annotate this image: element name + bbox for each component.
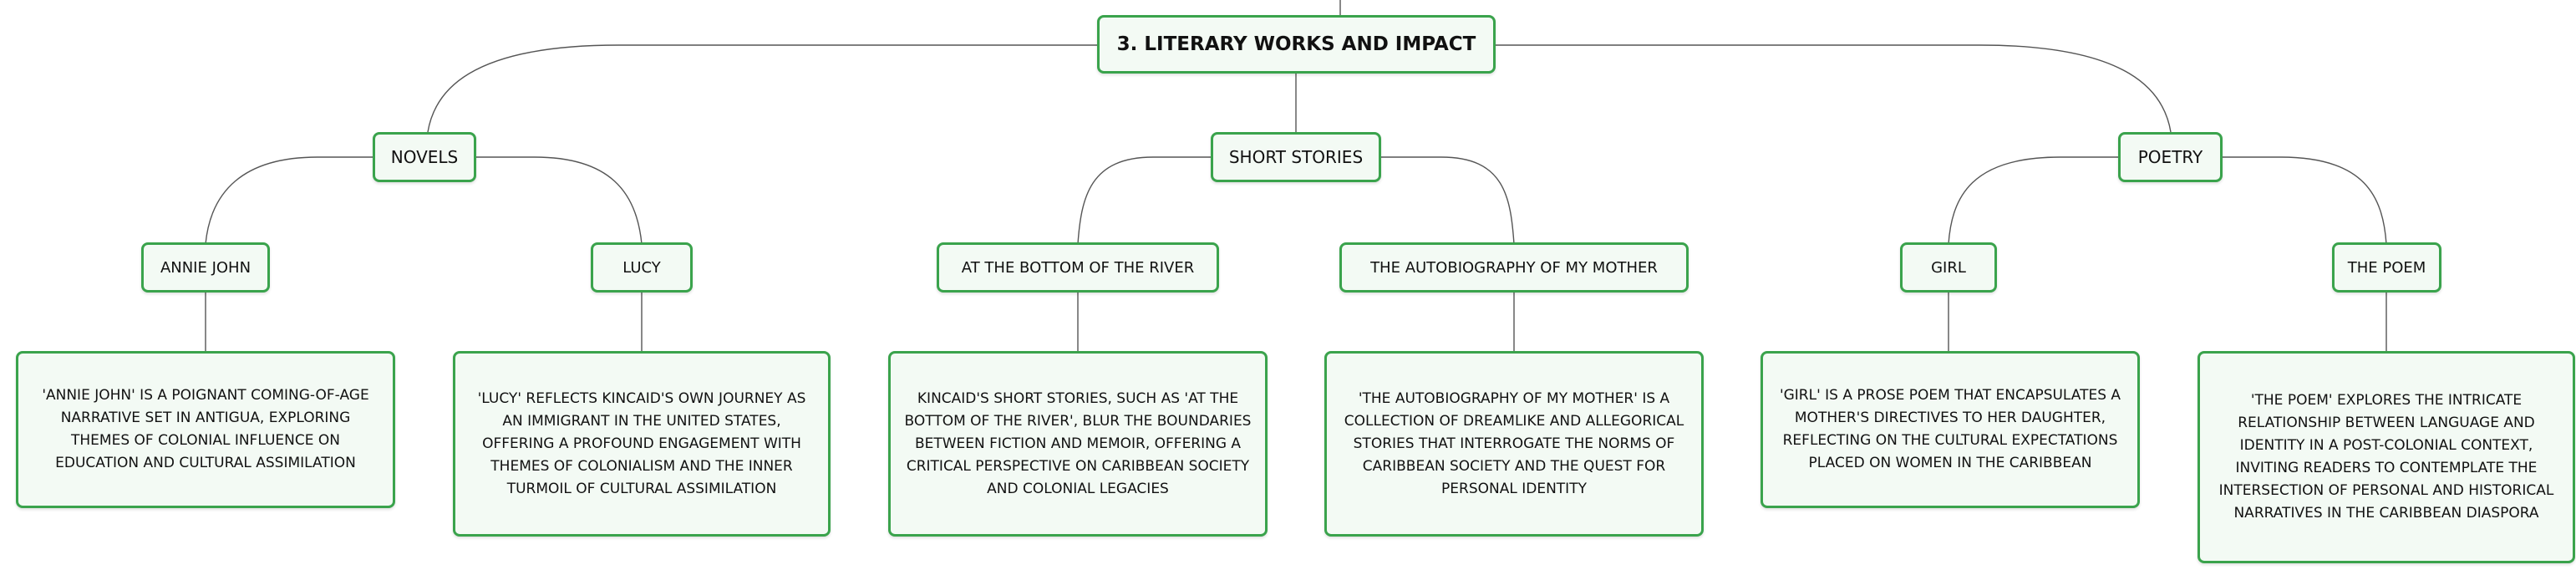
description-text: Kincaid's short stories, such as 'At the… bbox=[904, 389, 1252, 497]
link-stories-river bbox=[1077, 156, 1212, 245]
branch-node-novels[interactable]: Novels bbox=[373, 132, 476, 182]
description-node-the-poem[interactable]: 'The Poem' explores the intricate relati… bbox=[2197, 351, 2575, 563]
description-node-girl[interactable]: 'Girl' is a prose poem that encapsulates… bbox=[1761, 351, 2140, 508]
description-text: 'Annie John' is a poignant coming-of-age… bbox=[42, 387, 369, 471]
description-text: 'Girl' is a prose poem that encapsulates… bbox=[1779, 387, 2121, 471]
link-novels-annie-john bbox=[205, 156, 374, 245]
work-node-girl[interactable]: Girl bbox=[1900, 242, 1997, 293]
description-node-annie-john[interactable]: 'Annie John' is a poignant coming-of-age… bbox=[16, 351, 395, 508]
description-node-at-the-bottom-of-the-river[interactable]: Kincaid's short stories, such as 'At the… bbox=[888, 351, 1268, 537]
description-node-lucy[interactable]: 'Lucy' reflects Kincaid's own journey as… bbox=[453, 351, 831, 537]
link-poetry-the-poem bbox=[2223, 156, 2387, 245]
link-novels-lucy bbox=[476, 156, 643, 245]
branch-node-poetry[interactable]: Poetry bbox=[2118, 132, 2223, 182]
work-title: The Autobiography of My Mother bbox=[1370, 258, 1658, 277]
work-node-at-the-bottom-of-the-river[interactable]: At the Bottom of the River bbox=[937, 242, 1219, 293]
work-node-the-autobiography-of-my-mother[interactable]: The Autobiography of My Mother bbox=[1339, 242, 1689, 293]
link-stories-autobiography bbox=[1381, 156, 1515, 245]
work-title: The Poem bbox=[2347, 258, 2426, 277]
branch-label: Poetry bbox=[2137, 147, 2203, 167]
work-node-lucy[interactable]: Lucy bbox=[591, 242, 693, 293]
work-node-the-poem[interactable]: The Poem bbox=[2332, 242, 2441, 293]
root-node[interactable]: 3. Literary Works and Impact bbox=[1097, 15, 1496, 74]
branch-node-short-stories[interactable]: Short Stories bbox=[1211, 132, 1381, 182]
root-label: 3. Literary Works and Impact bbox=[1116, 33, 1476, 55]
work-title: Girl bbox=[1931, 258, 1966, 277]
description-text: 'Lucy' reflects Kincaid's own journey as… bbox=[477, 389, 806, 497]
branch-label: Novels bbox=[390, 147, 459, 167]
work-title: Lucy bbox=[622, 258, 661, 277]
link-poetry-girl bbox=[1948, 156, 2119, 245]
work-title: Annie John bbox=[160, 258, 252, 277]
link-root-novels bbox=[427, 44, 1097, 133]
work-node-annie-john[interactable]: Annie John bbox=[141, 242, 270, 293]
branch-label: Short Stories bbox=[1228, 147, 1364, 167]
description-text: 'The Poem' explores the intricate relati… bbox=[2218, 392, 2554, 522]
work-title: At the Bottom of the River bbox=[961, 258, 1195, 277]
description-text: 'The Autobiography of My Mother' is a co… bbox=[1344, 389, 1684, 497]
description-node-the-autobiography-of-my-mother[interactable]: 'The Autobiography of My Mother' is a co… bbox=[1324, 351, 1704, 537]
link-root-poetry bbox=[1495, 44, 2172, 133]
